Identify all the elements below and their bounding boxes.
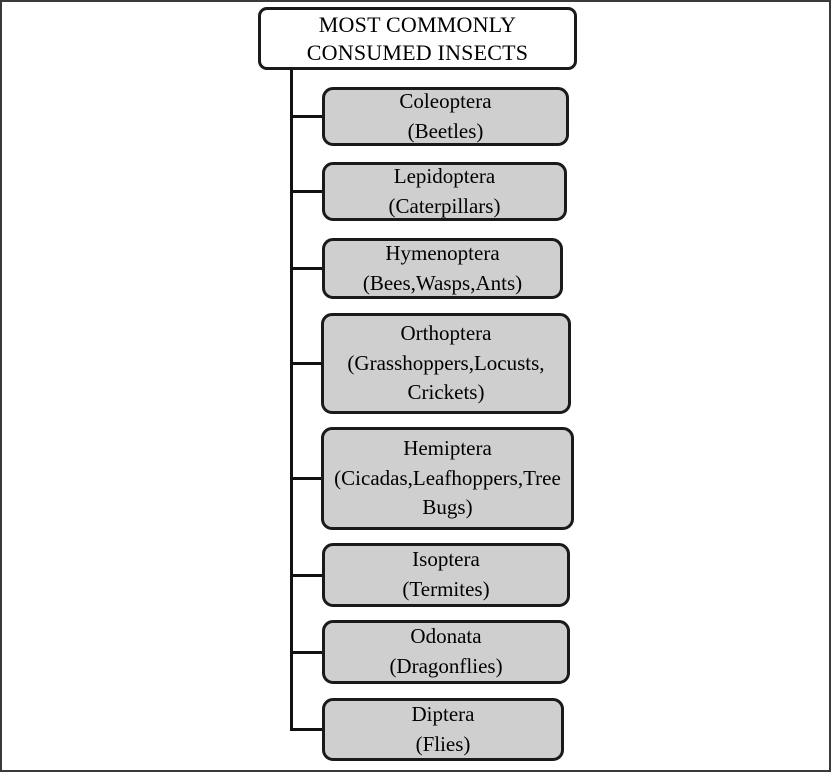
connector-stub-lepidoptera [290,190,324,193]
node-diptera-order: Diptera [411,701,475,726]
node-lepidoptera-common: (Caterpillars) [388,193,501,218]
node-isoptera-order: Isoptera [412,547,480,572]
node-isoptera[interactable]: Isoptera (Termites) [322,543,570,607]
node-hemiptera-order: Hemiptera [403,435,492,460]
node-orthoptera[interactable]: Orthoptera (Grasshoppers,Locusts, Cricke… [321,313,571,414]
node-diptera[interactable]: Diptera (Flies) [322,698,564,761]
connector-stub-diptera [290,728,324,731]
root-node-line-2: CONSUMED INSECTS [306,39,529,65]
node-hemiptera[interactable]: Hemiptera (Cicadas,Leafhoppers,Tree Bugs… [321,427,574,530]
node-hemiptera-common-line-1: (Cicadas,Leafhoppers,Tree [334,465,561,490]
connector-stub-odonata [290,651,324,654]
connector-stub-hemiptera [290,477,323,480]
node-odonata-order: Odonata [410,624,482,649]
node-coleoptera-common: (Beetles) [407,118,484,143]
node-hemiptera-common-line-2: Bugs) [422,495,473,520]
node-lepidoptera-order: Lepidoptera [393,163,496,188]
node-isoptera-common: (Termites) [402,577,490,601]
connector-stub-coleoptera [290,115,324,118]
node-orthoptera-common-line-1: (Grasshoppers,Locusts, [347,350,545,375]
node-odonata-common: (Dragonflies) [389,654,503,678]
node-lepidoptera[interactable]: Lepidoptera (Caterpillars) [322,162,567,221]
node-hymenoptera[interactable]: Hymenoptera (Bees,Wasps,Ants) [322,238,563,299]
node-hymenoptera-order: Hymenoptera [385,240,500,265]
node-hymenoptera-common: (Bees,Wasps,Ants) [362,270,523,295]
connector-stub-isoptera [290,574,324,577]
node-orthoptera-order: Orthoptera [400,320,492,345]
trunk-line [290,70,293,731]
connector-stub-orthoptera [290,362,323,365]
node-orthoptera-common-line-2: Crickets) [407,380,485,405]
node-odonata[interactable]: Odonata (Dragonflies) [322,620,570,684]
node-coleoptera-order: Coleoptera [399,88,492,113]
node-coleoptera[interactable]: Coleoptera (Beetles) [322,87,569,146]
connector-stub-hymenoptera [290,267,324,270]
root-node-most-commonly-consumed-insects[interactable]: MOST COMMONLY CONSUMED INSECTS [258,7,577,70]
root-node-line-1: MOST COMMONLY [318,11,517,37]
node-diptera-common: (Flies) [415,731,471,756]
